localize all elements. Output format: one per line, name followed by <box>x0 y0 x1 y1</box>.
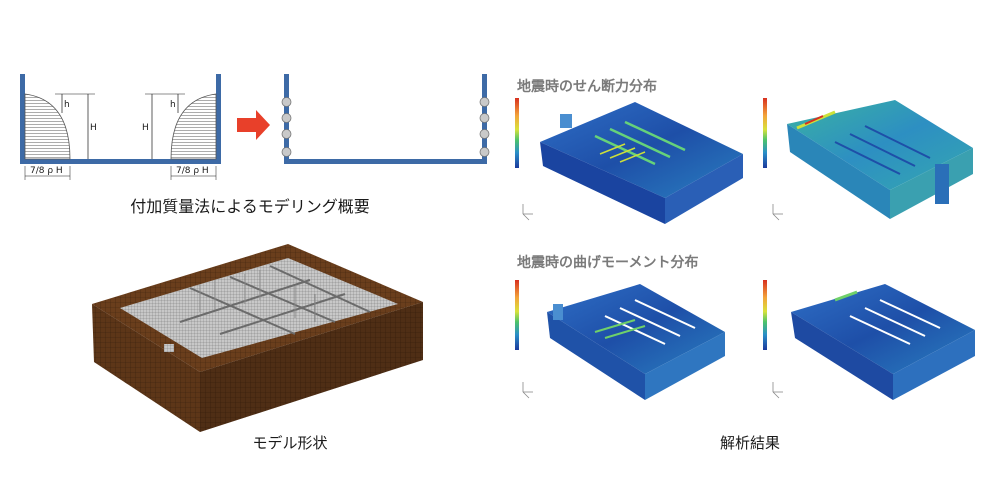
title-moment-distribution: 地震時の曲げモーメント分布 <box>517 255 699 271</box>
label-width-right: 7/8 ρ H <box>176 166 209 176</box>
added-mass-diagram: h H h H 7/8 ρ H 7/8 ρ H <box>20 74 490 180</box>
label-h-right: h <box>170 100 176 110</box>
tank-before <box>20 74 221 180</box>
tank-after <box>281 74 490 164</box>
label-width-left: 7/8 ρ H <box>30 166 63 176</box>
label-h-left: h <box>64 100 70 110</box>
caption-modeling: 付加質量法によるモデリング概要 <box>130 197 370 216</box>
caption-results: 解析結果 <box>719 434 780 452</box>
title-shear-distribution: 地震時のせん断力分布 <box>517 79 657 95</box>
moment-result-2 <box>763 280 975 400</box>
moment-result-1 <box>515 280 725 400</box>
shear-result-2 <box>763 98 973 221</box>
shear-result-1 <box>515 98 743 224</box>
caption-model: モデル形状 <box>252 434 328 452</box>
fem-mesh-model <box>92 244 423 432</box>
label-H-left: H <box>90 123 97 133</box>
label-H-right: H <box>142 123 149 133</box>
result-panels <box>515 98 975 400</box>
transform-arrow-icon <box>237 110 270 140</box>
